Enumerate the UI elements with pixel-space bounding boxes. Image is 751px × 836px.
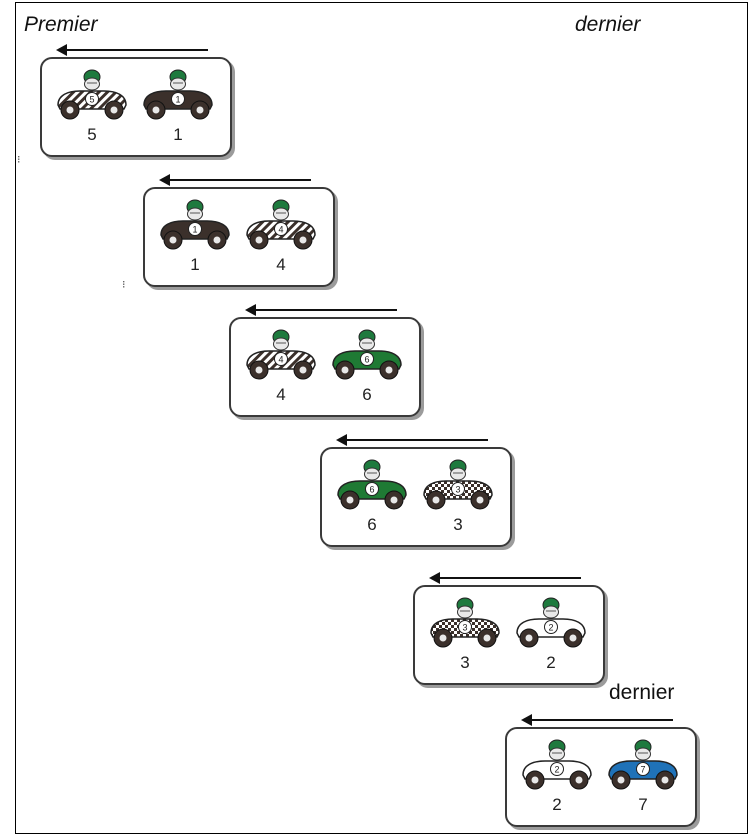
car-number-label: 3: [420, 515, 496, 535]
race-card: 6 6 3 3: [320, 447, 512, 547]
race-card: 2 2 7 7: [505, 727, 697, 827]
direction-arrow: [159, 173, 311, 187]
svg-text:6: 6: [364, 355, 369, 365]
direction-arrow: [336, 433, 488, 447]
race-card: 4 4 6 6: [229, 317, 421, 417]
header-dernier: dernier: [575, 13, 640, 37]
svg-text:4: 4: [278, 355, 283, 365]
diagram-frame: Premier dernier dernier ⁝ ⁝ 5 5 1 1 1: [15, 2, 748, 834]
arrow-head-icon: [336, 434, 347, 446]
race-card: 1 1 4 4: [143, 187, 335, 287]
race-card: 3 3 2 2: [413, 585, 605, 685]
race-car-icon: 6: [334, 457, 410, 513]
svg-text:7: 7: [640, 765, 645, 775]
svg-text:6: 6: [369, 485, 374, 495]
car-number-label: 4: [243, 385, 319, 405]
side-label-dernier: dernier: [609, 681, 674, 705]
car-number-label: 3: [427, 653, 503, 673]
stray-mark: ⁝: [17, 153, 21, 166]
race-card: 5 5 1 1: [40, 57, 232, 157]
car-number-label: 2: [513, 653, 589, 673]
svg-text:1: 1: [175, 95, 180, 105]
direction-arrow: [56, 43, 208, 57]
arrow-head-icon: [245, 304, 256, 316]
direction-arrow: [429, 571, 581, 585]
stray-mark: ⁝: [122, 278, 126, 291]
svg-text:3: 3: [462, 623, 467, 633]
car-number-label: 6: [329, 385, 405, 405]
race-car-icon: 3: [427, 595, 503, 651]
svg-text:5: 5: [89, 95, 94, 105]
car-number-label: 5: [54, 125, 130, 145]
race-car-icon: 1: [140, 67, 216, 123]
car-number-label: 2: [519, 795, 595, 815]
race-car-icon: 1: [157, 197, 233, 253]
race-car-icon: 4: [243, 197, 319, 253]
car-number-label: 1: [157, 255, 233, 275]
race-car-icon: 4: [243, 327, 319, 383]
car-number-label: 1: [140, 125, 216, 145]
arrow-head-icon: [159, 174, 170, 186]
direction-arrow: [521, 713, 673, 727]
race-car-icon: 6: [329, 327, 405, 383]
header-premier: Premier: [24, 13, 98, 37]
svg-text:2: 2: [554, 765, 559, 775]
car-number-label: 7: [605, 795, 681, 815]
direction-arrow: [245, 303, 397, 317]
race-car-icon: 2: [513, 595, 589, 651]
svg-text:4: 4: [278, 225, 283, 235]
race-car-icon: 7: [605, 737, 681, 793]
arrow-head-icon: [521, 714, 532, 726]
svg-text:1: 1: [192, 225, 197, 235]
arrow-head-icon: [429, 572, 440, 584]
svg-text:2: 2: [548, 623, 553, 633]
arrow-head-icon: [56, 44, 67, 56]
race-car-icon: 2: [519, 737, 595, 793]
car-number-label: 6: [334, 515, 410, 535]
race-car-icon: 3: [420, 457, 496, 513]
car-number-label: 4: [243, 255, 319, 275]
svg-text:3: 3: [455, 485, 460, 495]
race-car-icon: 5: [54, 67, 130, 123]
